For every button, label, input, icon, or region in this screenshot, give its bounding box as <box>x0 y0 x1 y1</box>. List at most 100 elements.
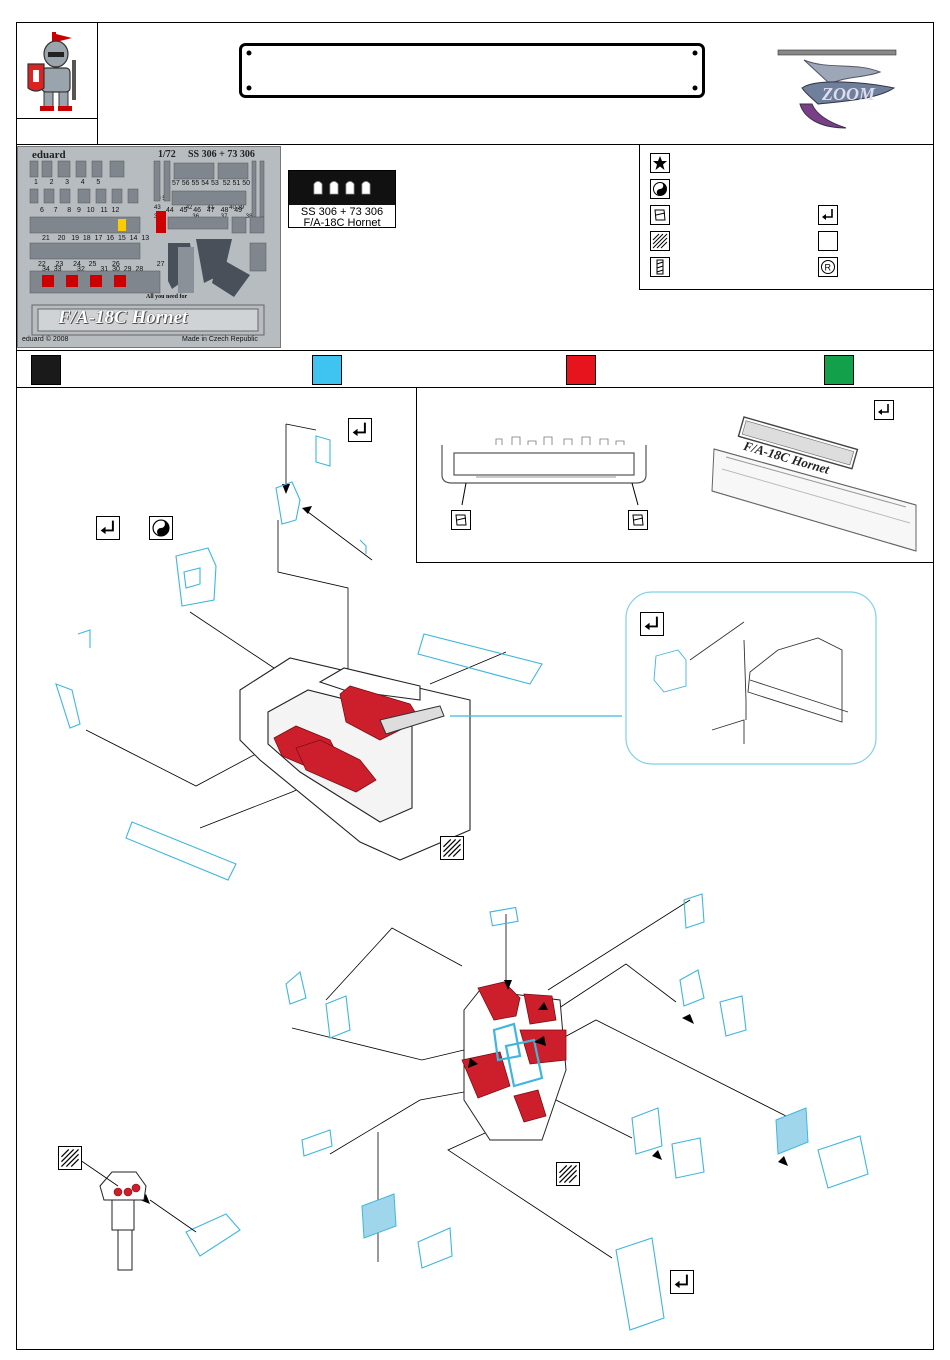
label-black-band <box>289 171 395 205</box>
part-number: 28 <box>135 266 144 273</box>
part-number: 39 <box>237 205 245 211</box>
part-number: 41 <box>207 205 215 211</box>
part-number: 19 <box>71 235 80 242</box>
part-number: 13 <box>141 235 150 242</box>
part-number: 5 <box>96 179 101 186</box>
bend-icon-nameplate <box>874 400 894 420</box>
part-number: 31 <box>100 266 109 273</box>
part-number: 11 <box>100 207 108 214</box>
part-number: 52 <box>222 180 231 187</box>
color-swatch-black <box>31 355 61 385</box>
part-number: 2 <box>49 179 54 186</box>
color-swatch-red <box>566 355 596 385</box>
part-number: 24 <box>73 261 81 268</box>
svg-text:ZOOM: ZOOM <box>821 84 876 104</box>
fret-origin: Made in Czech Republic <box>182 336 258 343</box>
part-number: 15 <box>117 235 126 242</box>
color-swatch-blue <box>312 355 342 385</box>
label-code: SS 306 + 73 306 <box>300 206 384 218</box>
fret-brand: eduard <box>32 149 66 161</box>
fret-scale: 1/72 <box>158 149 176 160</box>
legend-bend-icon <box>818 205 838 225</box>
product-label: SS 306 + 73 306 F/A-18C Hornet <box>288 170 396 229</box>
part-number: 32 <box>77 266 85 273</box>
fret-row-3-numbers: 21 20 19 18 17 16 15 14 13 <box>42 235 149 242</box>
legend-bottom-border <box>639 289 934 290</box>
nameplate-detail-box <box>416 387 934 563</box>
part-number: 25 <box>88 261 97 268</box>
hatch-icon-panel <box>556 1162 580 1186</box>
part-number: 3 <box>65 179 70 186</box>
part-number: 56 <box>181 180 190 187</box>
part-number: 21 <box>42 235 50 242</box>
part-number: 17 <box>94 235 103 242</box>
nameplate-detail-drawing <box>441 416 917 552</box>
title-plate <box>239 43 705 98</box>
fret-codes: SS 306 + 73 306 <box>188 149 255 160</box>
part-number: 20 <box>57 235 66 242</box>
eduard-knight-logo <box>27 32 76 111</box>
legend-sheet-icon <box>650 205 670 225</box>
part-number: 33 <box>53 266 62 273</box>
part-number: 53 <box>211 180 219 187</box>
part-number: 55 <box>191 180 200 187</box>
part-number: 30 <box>112 266 120 273</box>
fret-row-1-numbers: 1 2 3 4 5 <box>34 179 100 186</box>
fret-row-2b-numbers: 44 45 46 47 48 49 <box>166 207 242 214</box>
label-name: F/A-18C Hornet <box>303 217 381 229</box>
photo-etch-fret: eduard 1/72 SS 306 + 73 306 1 2 3 4 5 57… <box>17 146 281 348</box>
fret-copyright: eduard © 2008 <box>22 336 69 343</box>
part-number: 49 <box>234 207 242 214</box>
part-number: 7 <box>53 207 58 214</box>
bend-icon-zoom <box>640 612 664 636</box>
fret-row-2-numbers: 6 7 8 9 10 11 12 <box>40 207 119 214</box>
sheet-icon-right <box>628 510 648 530</box>
part-number: 29 <box>123 266 132 273</box>
part-number: 14 <box>129 235 138 242</box>
colors-divider <box>16 387 934 388</box>
part-number: 38 <box>245 214 253 220</box>
hatch-icon-tub <box>440 836 464 860</box>
part-number: 23 <box>55 261 64 268</box>
zoom-logo: ZOOM <box>777 49 897 129</box>
part-number: 46 <box>193 207 202 214</box>
yin-yang-icon-left <box>149 516 173 540</box>
fret-row-4-numbers: 22 23 24 25 26 27 <box>38 261 165 268</box>
legend-registered-icon: R <box>818 257 838 277</box>
part-number: 8 <box>67 207 72 214</box>
color-swatch-green <box>824 355 854 385</box>
part-number: 6 <box>40 207 44 214</box>
legend-yin-yang-icon <box>650 179 670 199</box>
part-number: 18 <box>82 235 91 242</box>
part-number: 42 <box>185 205 193 211</box>
part-number: 1 <box>34 179 38 186</box>
part-number: 9 <box>77 207 81 214</box>
legend-left-border <box>639 145 640 290</box>
fret-tagline: All you need for <box>146 294 188 300</box>
fret-parts-artwork <box>29 160 267 336</box>
legend-empty-box <box>818 231 838 251</box>
part-number: 48 <box>220 207 229 214</box>
legend-hatch-icon <box>650 231 670 251</box>
part-number: 10 <box>86 207 95 214</box>
header-divider <box>16 144 934 145</box>
label-window-icons <box>313 181 371 195</box>
part-number: 50 <box>242 180 250 187</box>
part-number: 40 <box>229 205 236 211</box>
logo-divider <box>97 22 98 144</box>
hatch-icon-stick <box>58 1146 82 1170</box>
bend-icon-top <box>348 418 372 442</box>
svg-text:R: R <box>825 263 832 273</box>
fret-divider <box>16 350 934 351</box>
page-frame <box>16 22 934 1350</box>
fret-name-plate: F/A-18C Hornet <box>58 307 188 328</box>
part-number: 16 <box>106 235 115 242</box>
part-number: 54 <box>201 180 210 187</box>
part-number: 27 <box>156 261 165 268</box>
part-number: 57 <box>172 180 180 187</box>
part-number: 12 <box>111 207 120 214</box>
part-number: 45 <box>179 207 188 214</box>
part-number: 26 <box>112 261 120 268</box>
part-number: 44 <box>166 207 174 214</box>
